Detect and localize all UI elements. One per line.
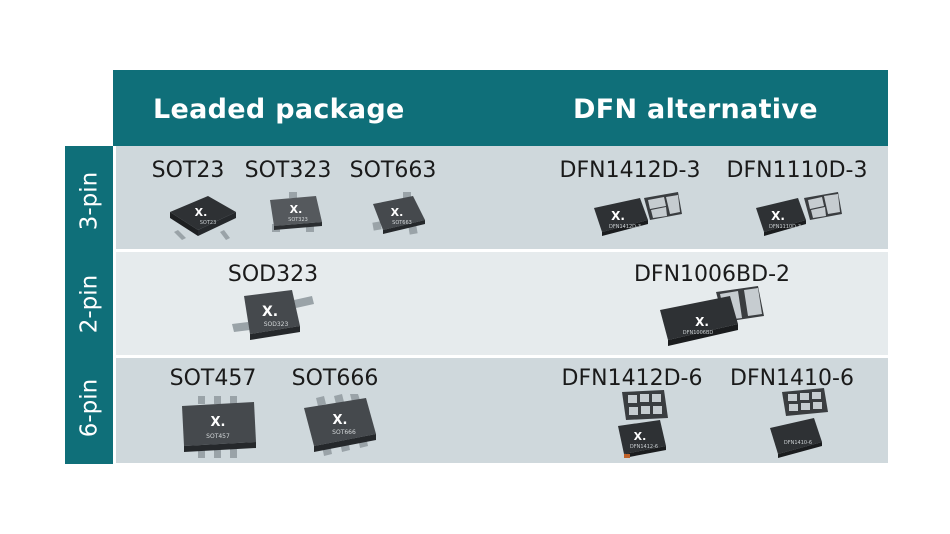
chip-icon: X. SOT663 — [369, 192, 429, 236]
table-row-6-pin: SOT457 SOT666 DFN1412D-6 DFN1410-6 X. SO… — [116, 358, 888, 463]
chip-icon: X. DFN1412-6 — [614, 390, 674, 462]
svg-text:SOT23: SOT23 — [200, 220, 217, 226]
logo-mark: X. — [195, 206, 208, 219]
table-row-2-pin: SOD323 DFN1006BD-2 X. SOD323 X. DFN1006B… — [116, 252, 888, 355]
row-label-bar: 3-pin 2-pin 6-pin — [65, 146, 113, 464]
package-label-dfn1006bd-2: DFN1006BD-2 — [633, 262, 791, 287]
svg-text:DFN1110D-3: DFN1110D-3 — [769, 224, 801, 230]
package-label-sot666: SOT666 — [291, 366, 379, 391]
chip-icon: X. SOT23 — [168, 194, 238, 242]
package-label-dfn1412d-6: DFN1412D-6 — [561, 366, 703, 391]
svg-text:DFN1412D-3: DFN1412D-3 — [609, 224, 641, 230]
chip-icon: X. SOD323 — [232, 288, 314, 344]
package-label-dfn1410-6: DFN1410-6 — [730, 366, 854, 391]
logo-mark: X. — [771, 209, 785, 223]
row-label-3-pin: 3-pin — [76, 171, 102, 231]
chip-icon: X. DFN1412D-3 — [592, 190, 684, 236]
svg-text:SOD323: SOD323 — [264, 321, 289, 328]
logo-mark: X. — [634, 430, 647, 443]
logo-mark: X. — [695, 315, 709, 329]
chip-icon: DFN1410-6 — [768, 388, 832, 460]
logo-mark: X. — [262, 304, 278, 320]
package-label-sot663: SOT663 — [349, 158, 437, 183]
logo-mark: X. — [211, 415, 226, 430]
logo-mark: X. — [391, 206, 404, 219]
column-header-dfn: DFN alternative — [573, 94, 818, 125]
package-label-dfn1110d-3: DFN1110D-3 — [726, 158, 868, 183]
logo-mark: X. — [333, 413, 348, 428]
package-label-sod323: SOD323 — [227, 262, 319, 287]
package-label-sot457: SOT457 — [169, 366, 257, 391]
svg-text:SOT323: SOT323 — [288, 217, 308, 223]
svg-text:SOT457: SOT457 — [206, 433, 230, 440]
table-row-3-pin: SOT23 SOT323 SOT663 DFN1412D-3 DFN1110D-… — [116, 146, 888, 249]
chip-icon: X. SOT666 — [302, 394, 382, 460]
chip-icon: X. SOT323 — [266, 192, 326, 234]
svg-text:DFN1412-6: DFN1412-6 — [630, 444, 658, 450]
column-header-leaded: Leaded package — [153, 94, 405, 125]
chip-icon: X. DFN1006BD — [658, 286, 766, 350]
row-label-2-pin: 2-pin — [76, 274, 102, 334]
column-header-bar: Leaded package DFN alternative — [113, 70, 888, 146]
chip-icon: X. SOT457 — [178, 396, 258, 460]
package-label-sot323: SOT323 — [244, 158, 332, 183]
svg-text:DFN1410-6: DFN1410-6 — [784, 440, 812, 446]
svg-text:SOT666: SOT666 — [332, 429, 356, 436]
package-label-sot23: SOT23 — [151, 158, 225, 183]
svg-text:SOT663: SOT663 — [392, 220, 412, 226]
logo-mark: X. — [290, 203, 303, 216]
row-label-6-pin: 6-pin — [76, 378, 102, 438]
logo-mark: X. — [611, 209, 625, 223]
svg-text:DFN1006BD: DFN1006BD — [683, 330, 714, 336]
chip-icon: X. DFN1110D-3 — [754, 190, 846, 236]
package-label-dfn1412d-3: DFN1412D-3 — [559, 158, 701, 183]
